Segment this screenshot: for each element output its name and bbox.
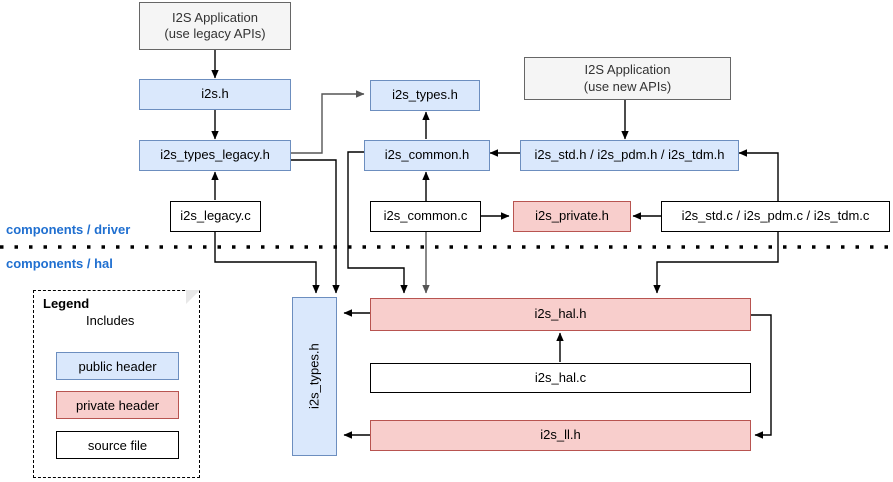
node-i2s-types-legacy-h-label: i2s_types_legacy.h bbox=[160, 147, 270, 163]
node-i2s-std-pdm-tdm-h[interactable]: i2s_std.h / i2s_pdm.h / i2s_tdm.h bbox=[520, 140, 739, 171]
node-i2s-hal-c[interactable]: i2s_hal.c bbox=[370, 363, 751, 393]
node-i2s-h[interactable]: i2s.h bbox=[139, 79, 291, 110]
node-i2s-common-c-label: i2s_common.c bbox=[383, 208, 468, 224]
legend-public-header-label: public header bbox=[78, 358, 157, 374]
legend-source-file-label: source file bbox=[87, 437, 148, 453]
legend-private-header-label: private header bbox=[75, 397, 160, 413]
node-i2s-application-legacy[interactable]: I2S Application (use legacy APIs) bbox=[139, 2, 291, 50]
app-legacy-line2: (use legacy APIs) bbox=[164, 26, 266, 41]
node-i2s-types-h-vertical-label: i2s_types.h bbox=[306, 343, 322, 410]
node-i2s-h-label: i2s.h bbox=[201, 86, 229, 102]
legend-dogear-icon bbox=[186, 290, 200, 304]
legend-swatch-private-header: private header bbox=[56, 391, 179, 419]
node-i2s-std-pdm-tdm-c-label: i2s_std.c / i2s_pdm.c / i2s_tdm.c bbox=[681, 208, 870, 224]
node-i2s-ll-h-label: i2s_ll.h bbox=[540, 427, 581, 443]
node-i2s-std-pdm-tdm-h-label: i2s_std.h / i2s_pdm.h / i2s_tdm.h bbox=[534, 147, 725, 163]
layer-label-hal: components / hal bbox=[6, 256, 113, 271]
node-i2s-legacy-c[interactable]: i2s_legacy.c bbox=[170, 201, 261, 232]
node-i2s-common-c[interactable]: i2s_common.c bbox=[370, 201, 481, 232]
legend-swatch-public-header: public header bbox=[56, 352, 179, 380]
node-i2s-common-h-label: i2s_common.h bbox=[384, 147, 470, 163]
node-i2s-private-h-label: i2s_private.h bbox=[535, 208, 609, 224]
app-new-line2: (use new APIs) bbox=[583, 78, 672, 94]
node-i2s-hal-h-label: i2s_hal.h bbox=[534, 306, 587, 322]
node-i2s-ll-h[interactable]: i2s_ll.h bbox=[370, 420, 751, 451]
legend-swatch-source-file: source file bbox=[56, 431, 179, 459]
node-i2s-hal-c-label: i2s_hal.c bbox=[534, 369, 587, 385]
node-i2s-types-h-top[interactable]: i2s_types.h bbox=[370, 80, 480, 111]
node-i2s-common-h[interactable]: i2s_common.h bbox=[364, 140, 490, 171]
node-i2s-types-h-vertical[interactable]: i2s_types.h bbox=[292, 297, 337, 456]
node-i2s-application-new[interactable]: I2S Application (use new APIs) bbox=[524, 57, 731, 100]
app-legacy-line1: I2S Application bbox=[171, 9, 258, 25]
node-i2s-types-h-top-label: i2s_types.h bbox=[392, 87, 458, 103]
legend-includes-label: Includes bbox=[86, 313, 135, 328]
legend-title: Legend bbox=[43, 296, 90, 311]
node-i2s-std-pdm-tdm-c[interactable]: i2s_std.c / i2s_pdm.c / i2s_tdm.c bbox=[661, 201, 890, 232]
app-new-line1: I2S Application bbox=[584, 62, 671, 78]
layer-label-driver: components / driver bbox=[6, 222, 131, 237]
node-i2s-types-legacy-h[interactable]: i2s_types_legacy.h bbox=[139, 140, 291, 171]
node-i2s-private-h[interactable]: i2s_private.h bbox=[513, 201, 631, 232]
node-i2s-hal-h[interactable]: i2s_hal.h bbox=[370, 298, 751, 331]
node-i2s-legacy-c-label: i2s_legacy.c bbox=[180, 208, 251, 224]
